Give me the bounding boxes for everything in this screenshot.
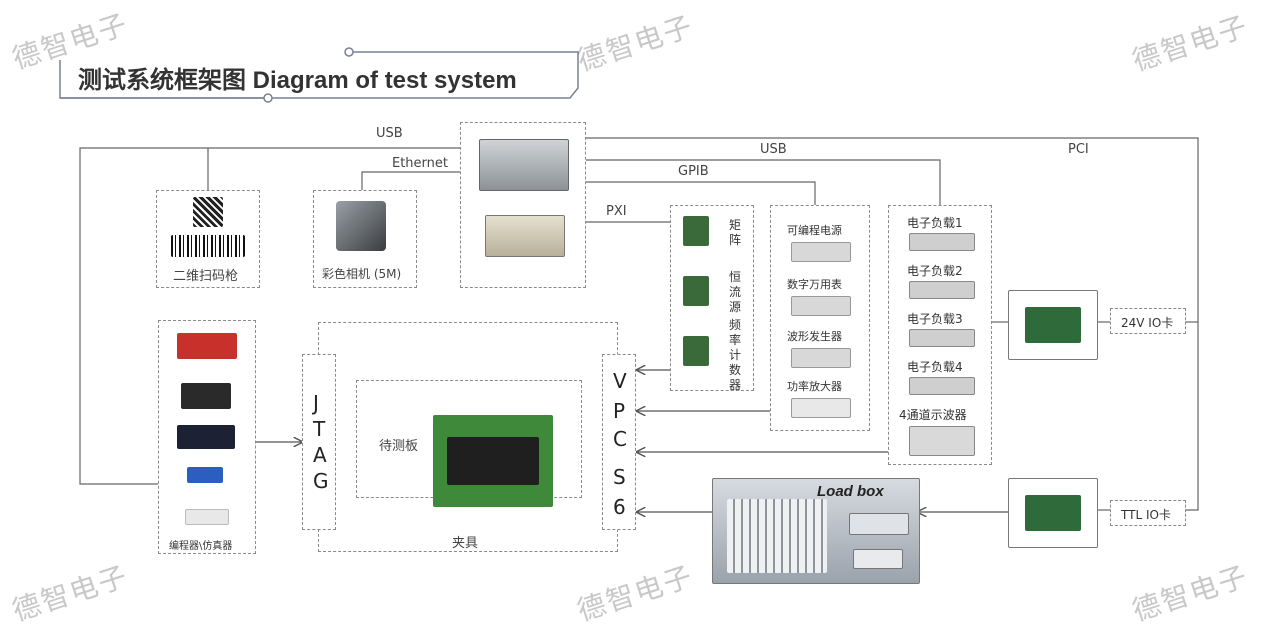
usb-adapter-icon <box>187 467 223 483</box>
oscilloscope-icon <box>909 426 975 456</box>
ethernet-label: Ethernet <box>392 156 448 171</box>
loadbox-label: Load box <box>817 483 884 500</box>
pxi-card-label: 频率计数器 <box>729 318 742 392</box>
load-label: 电子负载2 <box>907 264 963 278</box>
electronic-load-icon <box>909 233 975 251</box>
page-title: 测试系统框架图 Diagram of test system <box>78 67 517 94</box>
jtag-block: J T A G <box>302 354 336 530</box>
instruments-box: 可编程电源 数字万用表 波形发生器 功率放大器 <box>770 205 870 431</box>
ttl-card-icon <box>1025 495 1081 531</box>
loadbox-chassis-icon <box>727 499 827 573</box>
loadbox-card-icon <box>853 549 903 569</box>
vpc-block: V P C S 6 <box>602 354 636 530</box>
electronic-load-icon <box>909 329 975 347</box>
usb-label: USB <box>376 126 403 141</box>
programmer-icon <box>177 333 237 359</box>
gpib-label: GPIB <box>678 164 709 179</box>
industrial-pc-icon <box>479 139 569 191</box>
board-icon <box>447 437 539 485</box>
vpc-letter: C <box>613 427 627 451</box>
electronic-load-icon <box>909 377 975 395</box>
current-source-card-icon <box>683 276 709 306</box>
pxi-label: PXI <box>606 204 627 219</box>
pci-label: PCI <box>1068 142 1089 157</box>
multimeter-icon <box>791 296 851 316</box>
counter-card-icon <box>683 336 709 366</box>
barcode-icon <box>171 235 245 257</box>
io24-box: 24V IO卡 <box>1110 308 1186 334</box>
programmer-box: 编程器\仿真器 <box>158 320 256 554</box>
ttl-card-frame <box>1008 478 1098 548</box>
loadbox-module-icon <box>849 513 909 535</box>
waveform-generator-icon <box>791 348 851 368</box>
camera-icon <box>336 201 386 251</box>
dut-photo <box>433 415 553 507</box>
scanner-box: 二维扫码枪 <box>156 190 260 288</box>
io24-label: 24V IO卡 <box>1121 316 1174 330</box>
jtag-letter: J <box>313 391 319 415</box>
dut-box: 待测板 <box>356 380 582 507</box>
ttl-label: TTL IO卡 <box>1121 508 1171 522</box>
ttl-box: TTL IO卡 <box>1110 500 1186 526</box>
power-amplifier-icon <box>791 398 851 418</box>
debugger-icon <box>181 383 231 409</box>
loads-box: 电子负载1 电子负载2 电子负载3 电子负载4 4通道示波器 <box>888 205 992 465</box>
pxi-chassis-icon <box>485 215 565 257</box>
load-label: 电子负载1 <box>907 216 963 230</box>
vpc-letter: 6 <box>613 495 626 519</box>
usb-label: USB <box>760 142 787 157</box>
dut-label: 待测板 <box>379 439 419 454</box>
cable-icon <box>185 509 229 525</box>
emulator-icon <box>177 425 235 449</box>
power-supply-icon <box>791 242 851 262</box>
camera-box: 彩色相机 (5M) <box>313 190 417 288</box>
io-card-icon <box>1025 307 1081 343</box>
load-label: 电子负载3 <box>907 312 963 326</box>
fixture-label: 夹具 <box>452 536 479 551</box>
pxi-cards-box: 矩阵 恒流源 频率计数器 <box>670 205 754 392</box>
instrument-label: 功率放大器 <box>787 380 842 393</box>
instrument-label: 可编程电源 <box>787 224 842 237</box>
camera-label: 彩色相机 (5M) <box>322 267 402 281</box>
electronic-load-icon <box>909 281 975 299</box>
scanner-label: 二维扫码枪 <box>173 269 239 284</box>
programmer-label: 编程器\仿真器 <box>169 541 233 552</box>
vpc-letter: P <box>613 399 626 423</box>
load-label: 电子负载4 <box>907 360 963 374</box>
matrix-card-icon <box>683 216 709 246</box>
io-card-frame <box>1008 290 1098 360</box>
vpc-letter: V <box>613 369 627 393</box>
instrument-label: 波形发生器 <box>787 330 842 343</box>
vpc-letter: S <box>613 465 626 489</box>
oscilloscope-label: 4通道示波器 <box>899 408 967 422</box>
jtag-letter: T <box>313 417 326 441</box>
pxi-card-label: 矩阵 <box>729 218 742 247</box>
instrument-label: 数字万用表 <box>787 278 842 291</box>
host-computer-box <box>460 122 586 288</box>
loadbox-panel: Load box <box>712 478 920 584</box>
pxi-card-label: 恒流源 <box>729 270 742 314</box>
jtag-letter: A <box>313 443 327 467</box>
jtag-letter: G <box>313 469 329 493</box>
qr-code-icon <box>193 197 223 227</box>
